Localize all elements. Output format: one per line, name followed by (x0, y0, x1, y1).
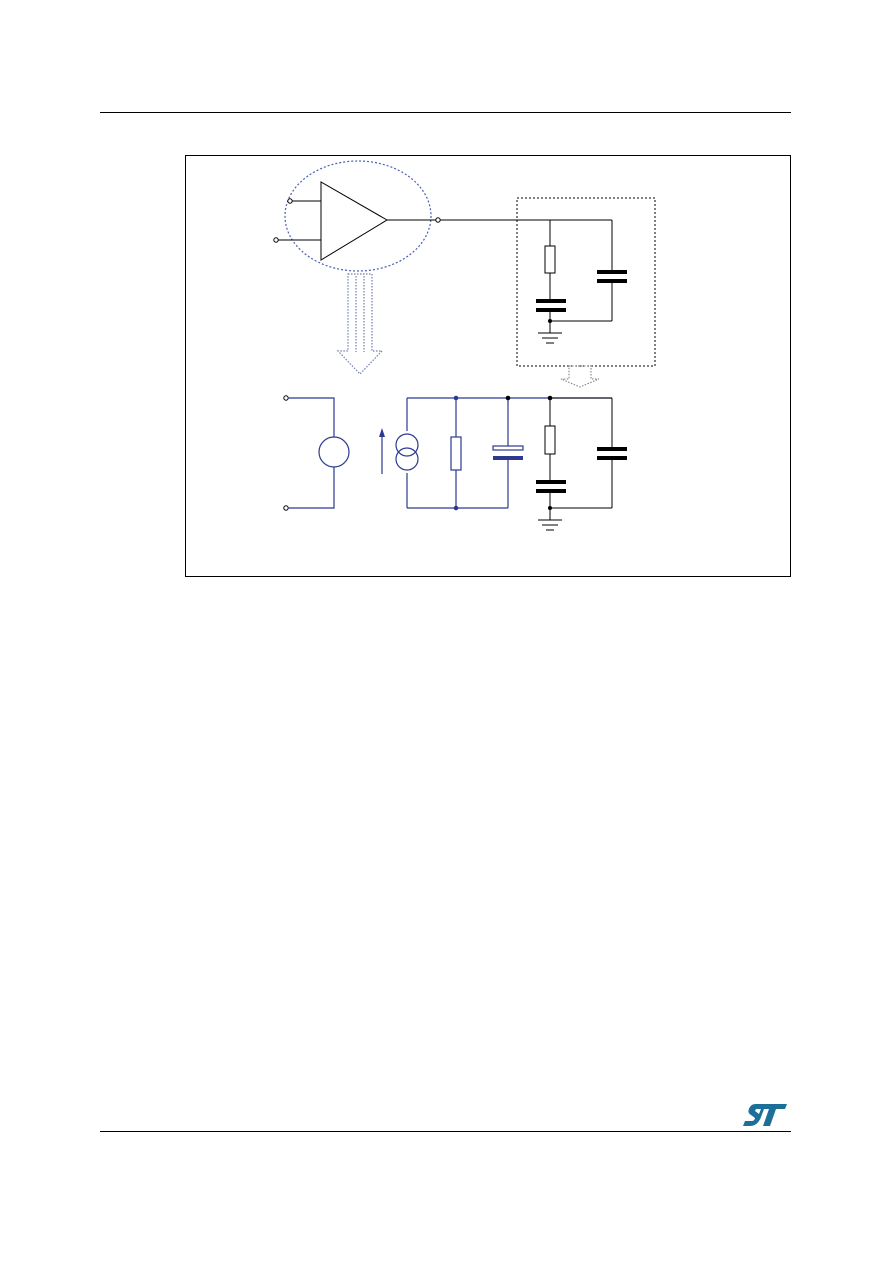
equivalent-circuit (283, 395, 627, 531)
equivalent-load-series-capacitor-plate-b (536, 489, 566, 493)
output-capacitor-plate-a (492, 445, 524, 451)
load-resistor (544, 245, 556, 274)
footer-rule (100, 1131, 791, 1132)
header-rule (100, 112, 791, 113)
load-parallel-capacitor-plate-b (597, 279, 627, 283)
opamp-equivalent-arrow (336, 273, 384, 375)
opamp-symbol (273, 181, 441, 261)
opamp-input-terminal-inverting (273, 237, 279, 243)
equivalent-load-series-capacitor-plate-a (536, 480, 566, 484)
output-capacitor-plate-b (493, 456, 523, 460)
equivalent-input-terminal-bottom (283, 505, 289, 511)
voltage-source-symbol (318, 436, 350, 468)
circuit-figure (185, 155, 791, 577)
opamp-output-terminal (435, 217, 441, 223)
load-series-capacitor-plate-a (536, 299, 566, 303)
current-source-symbol (394, 431, 420, 473)
circuit-diagram (273, 160, 656, 531)
current-direction-arrow (379, 428, 385, 474)
equivalent-load-parallel-capacitor-plate-a (597, 447, 627, 451)
load-dashed-box (516, 197, 656, 367)
equivalent-load-resistor (544, 425, 556, 455)
load-network-top (536, 220, 627, 344)
load-parallel-capacitor-plate-a (597, 270, 627, 274)
equivalent-input-terminal-top (283, 395, 289, 401)
opamp-input-terminal-noninverting (287, 198, 293, 204)
equivalent-load-parallel-capacitor-plate-b (597, 456, 627, 460)
load-series-capacitor-plate-b (536, 308, 566, 312)
st-logo (743, 1104, 787, 1126)
opamp-highlight-ellipse (284, 160, 432, 272)
load-equivalent-arrow (560, 365, 600, 388)
output-resistor (450, 436, 462, 471)
